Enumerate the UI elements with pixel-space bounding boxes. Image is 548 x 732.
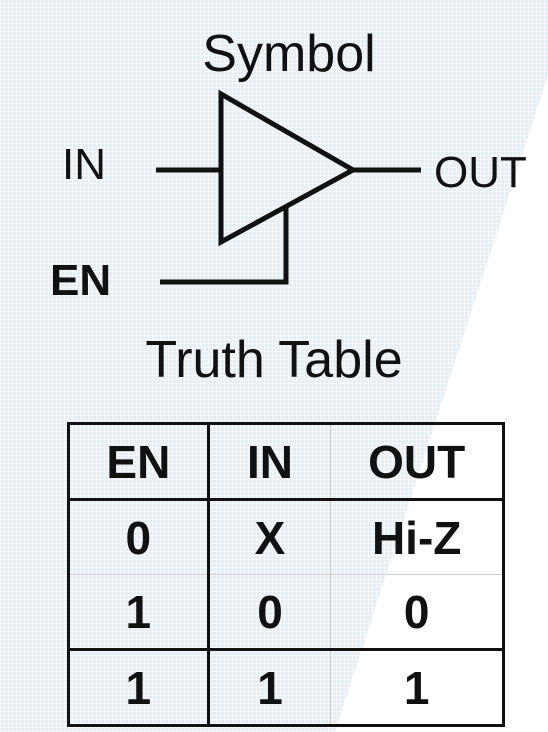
in-label: IN <box>62 140 106 189</box>
cell-en: 1 <box>68 574 210 651</box>
cell-out: Hi-Z <box>330 499 504 575</box>
out-label: OUT <box>434 148 527 197</box>
cell-en: 0 <box>68 499 210 575</box>
en-label: EN <box>50 256 112 305</box>
cell-en: 1 <box>68 649 210 726</box>
cell-out: 1 <box>403 661 430 714</box>
tristate-buffer-diagram <box>156 89 421 285</box>
table-row: 1 1 1 <box>68 649 504 726</box>
truth-table: EN IN OUT 0 X Hi-Z 1 0 0 1 1 1 <box>67 422 505 727</box>
symbol-title: Symbol <box>202 25 376 83</box>
table-row: 1 0 0 <box>68 574 504 651</box>
table-row: 0 X Hi-Z <box>68 499 504 575</box>
header-in: IN <box>208 423 332 501</box>
truth-table-title: Truth Table <box>145 331 403 389</box>
cell-in: 1 <box>208 649 332 726</box>
header-out: OUT <box>330 423 504 501</box>
enable-wire <box>160 206 289 285</box>
cell-in: X <box>208 499 332 575</box>
cell-out: 0 <box>330 574 504 651</box>
cell-in: 0 <box>208 574 332 651</box>
table-header-row: EN IN OUT <box>68 423 504 501</box>
header-en: EN <box>68 423 210 501</box>
